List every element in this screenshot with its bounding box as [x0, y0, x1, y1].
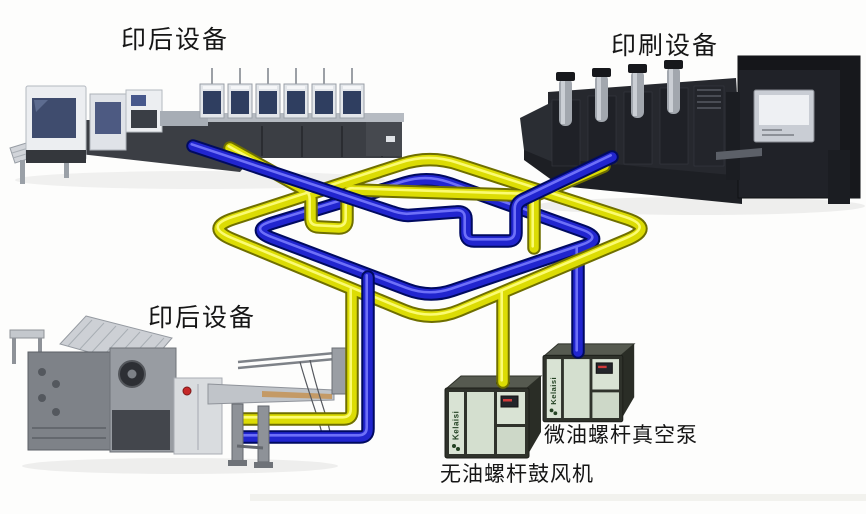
- base-seams: [261, 126, 383, 157]
- stitcher-towers: [199, 68, 365, 119]
- cylinder-highlight: [633, 72, 637, 116]
- panel-detail: [762, 129, 794, 136]
- delivery-leg: [828, 150, 850, 204]
- emergency-button: [182, 386, 192, 396]
- control-screen: [131, 95, 146, 106]
- floor-band: [250, 494, 866, 501]
- cabinet-brand-text: Kelaisi: [549, 377, 558, 405]
- label-postpress-bottom: 印后设备: [148, 305, 257, 332]
- press-infeed: [520, 100, 560, 165]
- label-postpress-top: 印后设备: [121, 27, 230, 54]
- tower-top: [343, 86, 361, 89]
- leg-foot: [254, 462, 273, 468]
- tower-top: [203, 86, 221, 89]
- cabinet-door: [467, 392, 494, 454]
- delivery-shelf: [716, 148, 762, 160]
- flywheel-hub: [127, 369, 137, 379]
- tower-top: [231, 86, 249, 89]
- stand-leg: [12, 338, 16, 364]
- machine-printing-press: [520, 55, 865, 215]
- brand-logo: [452, 444, 456, 448]
- tower-panel: [203, 91, 221, 114]
- delivery-glass: [759, 95, 809, 125]
- tail-logo: [386, 136, 395, 142]
- ink-cylinder: [559, 78, 572, 126]
- cabinet-brand-text: Kelaisi: [452, 411, 461, 440]
- roller: [52, 408, 60, 416]
- tower-top: [259, 86, 277, 89]
- tower-antennas: [211, 68, 353, 84]
- cabinet-vacuum-pump: Kelaisi: [542, 343, 636, 423]
- cylinder-cap: [556, 72, 575, 81]
- tower-top: [315, 86, 333, 89]
- cabinet-panel-lower: [592, 392, 619, 418]
- machine-folder: [9, 315, 349, 474]
- cabinet-top: [445, 375, 543, 389]
- machine-shadow: [22, 458, 338, 474]
- tower-bridge: [726, 92, 740, 180]
- roller: [38, 368, 46, 376]
- table-leg: [231, 403, 244, 463]
- folder-legs-front: [228, 403, 273, 468]
- roller: [38, 394, 46, 402]
- label-blower: 无油螺杆鼓风机: [440, 463, 594, 486]
- cabinet-side: [527, 376, 541, 456]
- display-readout: [598, 365, 607, 369]
- cabinet-base: [26, 150, 86, 163]
- module-window: [95, 102, 121, 134]
- tower-panel: [315, 91, 333, 114]
- cylinder-highlight: [561, 80, 565, 124]
- display-readout: [503, 399, 512, 402]
- brand-logo: [456, 447, 460, 451]
- cylinder-cap: [628, 64, 647, 73]
- mid-deck: [160, 111, 208, 126]
- press-towers: [551, 60, 725, 167]
- delivery-top-beam: [738, 56, 860, 70]
- conveyor-leg: [20, 160, 25, 184]
- stand-leg: [38, 338, 42, 364]
- paper-strip: [262, 391, 332, 399]
- table-mesh: [67, 319, 165, 365]
- ink-cylinder: [595, 74, 608, 122]
- ink-cylinder: [667, 66, 680, 114]
- brand-logo: [549, 408, 554, 413]
- cabinet-blower: Kelaisi: [444, 375, 543, 459]
- machine-postpress-line: [9, 68, 404, 189]
- tower-top: [287, 86, 305, 89]
- tower-panel: [231, 91, 249, 114]
- leg-brace: [236, 444, 264, 450]
- coater-grid: [697, 89, 721, 109]
- cables: [299, 359, 331, 435]
- cylinder-highlight: [669, 68, 673, 112]
- roller: [52, 380, 60, 388]
- arm-rails: [237, 350, 347, 370]
- cabinet-side: [620, 343, 635, 420]
- label-printing: 印刷设备: [611, 33, 720, 60]
- tower-panel: [343, 91, 361, 114]
- brand-strip: [546, 359, 562, 418]
- window-reflection: [34, 100, 48, 112]
- table-leg: [257, 405, 270, 463]
- cabinet-door: [563, 359, 590, 418]
- cabinet-panel-lower: [497, 427, 525, 454]
- ink-cylinder: [631, 70, 644, 118]
- leg-foot: [228, 460, 247, 466]
- label-vacuum-pump: 微油螺杆真空泵: [544, 424, 698, 447]
- cylinder-highlight: [597, 76, 601, 120]
- drive-box: [112, 410, 170, 450]
- cylinder-cap: [664, 60, 683, 69]
- control-panel: [131, 110, 157, 128]
- brand-strip: [449, 392, 464, 454]
- mech-detail: [32, 427, 106, 439]
- tower-panel: [287, 91, 305, 114]
- side-stand: [9, 329, 45, 339]
- cylinder-cap: [592, 68, 611, 77]
- line-tail: [366, 122, 402, 156]
- cabinet-top: [543, 343, 636, 356]
- brand-logo: [553, 411, 558, 416]
- tower-panel: [259, 91, 277, 114]
